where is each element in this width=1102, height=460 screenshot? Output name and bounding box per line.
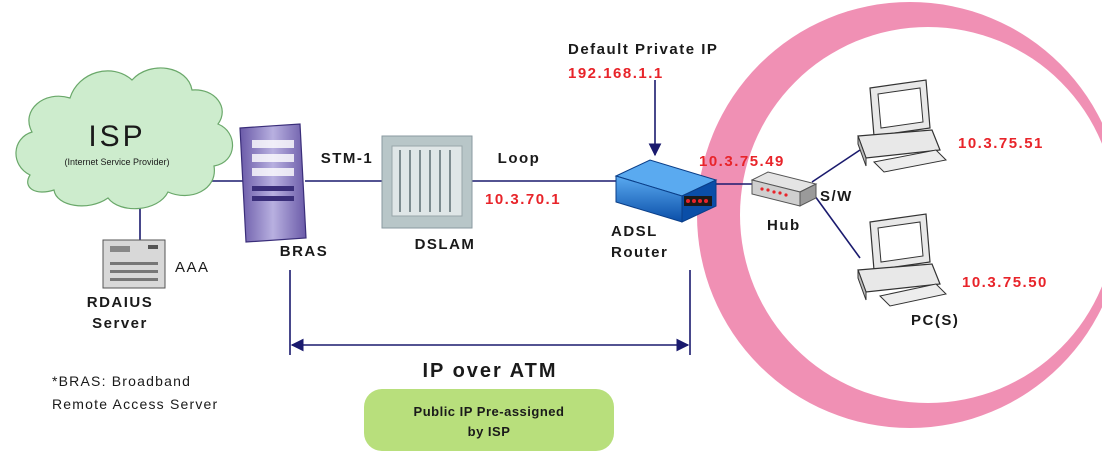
adsl-router-icon (614, 159, 718, 223)
public-ip-line1: Public IP Pre-assigned (414, 404, 565, 419)
isp-subtitle: (Internet Service Provider) (64, 157, 169, 167)
isp-cloud: ISP (Internet Service Provider) (15, 67, 234, 210)
lan-gateway-ip: 10.3.75.49 (699, 153, 785, 170)
router-label-line2: Router (611, 244, 668, 261)
radius-label-line1: RDAIUS (87, 294, 154, 311)
hub-icon (750, 171, 818, 207)
connection-lines (139, 80, 861, 355)
radius-server-icon (102, 239, 166, 289)
aaa-label: AAA (175, 259, 210, 276)
bras-server-icon (239, 123, 307, 243)
dslam-icon (381, 135, 473, 229)
pc-top-ip: 10.3.75.51 (958, 135, 1044, 152)
dslam-label: DSLAM (415, 236, 476, 253)
loop-label: Loop (498, 150, 541, 167)
isp-title: ISP (88, 120, 145, 153)
sw-label: S/W (820, 188, 853, 205)
bras-label: BRAS (280, 243, 329, 260)
public-ip-line2: by ISP (468, 424, 511, 439)
hub-label: Hub (767, 217, 801, 234)
pc-icon-bottom (857, 213, 948, 307)
stm-label: STM-1 (321, 150, 374, 167)
router-label-line1: ADSL (611, 223, 658, 240)
radius-label-line2: Server (92, 315, 148, 332)
pcs-label: PC(S) (911, 312, 959, 329)
default-ip-value: 192.168.1.1 (568, 65, 664, 82)
footnote-line2: Remote Access Server (52, 396, 218, 412)
public-ip-box (364, 389, 614, 451)
pc-bottom-ip: 10.3.75.50 (962, 274, 1048, 291)
default-ip-label: Default Private IP (568, 41, 718, 58)
loop-ip: 10.3.70.1 (485, 191, 561, 208)
footnote-line1: *BRAS: Broadband (52, 373, 191, 389)
lan-ring (697, 2, 1102, 428)
atm-label: IP over ATM (423, 360, 558, 382)
pc-icon-top (857, 79, 948, 173)
